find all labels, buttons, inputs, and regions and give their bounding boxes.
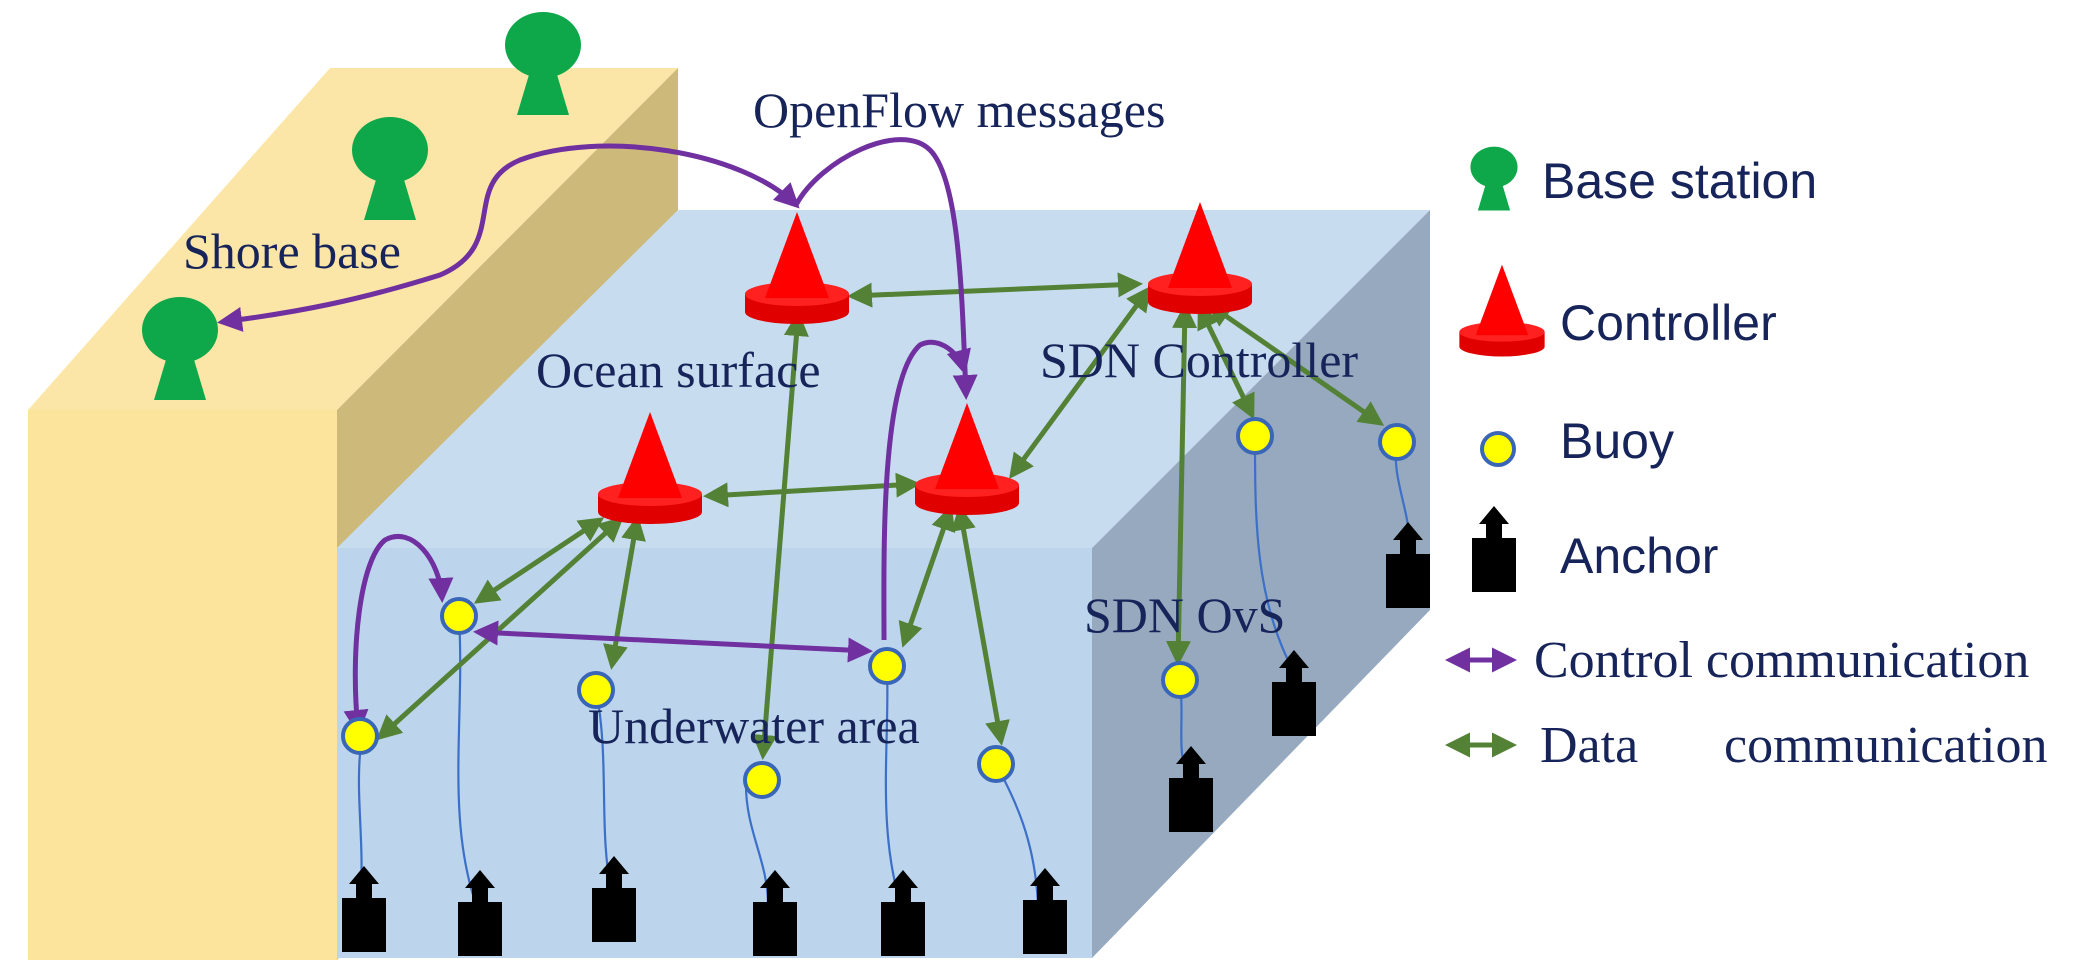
tether xyxy=(884,665,904,909)
buoy-icon xyxy=(868,647,906,685)
control-link xyxy=(473,620,873,663)
buoy-icon xyxy=(341,717,379,755)
data-link xyxy=(898,505,956,648)
data-link xyxy=(1009,285,1151,480)
legend-base-station-label: Base station xyxy=(1542,153,1817,209)
control-communication-links xyxy=(217,137,978,735)
legend-buoy: Buoy xyxy=(1480,413,1674,469)
control-link xyxy=(881,339,971,641)
legend-anchor-label: Anchor xyxy=(1560,528,1718,584)
data-link xyxy=(951,505,1010,746)
base-station-icon xyxy=(1470,146,1518,211)
underwater-area-label: Underwater area xyxy=(588,698,920,754)
openflow-label: OpenFlow messages xyxy=(753,82,1165,138)
controller-icon xyxy=(1459,264,1545,357)
buoy-icon xyxy=(1378,423,1416,461)
legend-base-station: Base station xyxy=(1470,146,1817,211)
sdn-ovs-label: SDN OvS xyxy=(1084,587,1285,643)
control-link xyxy=(793,137,978,400)
legend: Base station Controller Buoy Anchor Cont xyxy=(1445,146,2047,774)
legend-buoy-label: Buoy xyxy=(1560,413,1674,469)
legend-data-communication: Data communication xyxy=(1445,717,2047,774)
buoy-icon xyxy=(1161,661,1199,699)
anchor-icon xyxy=(1472,506,1516,592)
data-link xyxy=(1165,303,1198,666)
buoy-icon xyxy=(977,745,1015,783)
legend-data-label-2: communication xyxy=(1724,717,2047,774)
legend-controller: Controller xyxy=(1459,264,1777,357)
legend-controller-label: Controller xyxy=(1560,295,1777,351)
buoy-icon xyxy=(1236,417,1274,455)
buoy-icon xyxy=(743,761,781,799)
tether xyxy=(1253,435,1295,673)
ocean-surface-label: Ocean surface xyxy=(536,342,821,398)
legend-control-label: Control communication xyxy=(1534,632,2029,689)
sdn-controller-label: SDN Controller xyxy=(1040,332,1358,388)
data-link xyxy=(1205,302,1385,426)
diagram-labels: OpenFlow messages Shore base Ocean surfa… xyxy=(183,82,1358,754)
shore-base-label: Shore base xyxy=(183,223,401,279)
legend-control-communication: Control communication xyxy=(1445,632,2029,689)
control-link xyxy=(217,143,800,332)
legend-anchor: Anchor xyxy=(1472,506,1718,592)
data-link xyxy=(752,311,809,760)
legend-data-label-1: Data xyxy=(1540,717,1638,774)
shore-front-face xyxy=(28,410,337,960)
buoy-icon xyxy=(440,597,478,635)
data-link xyxy=(703,472,921,508)
buoy-icon xyxy=(1480,431,1516,467)
control-link xyxy=(343,534,454,735)
